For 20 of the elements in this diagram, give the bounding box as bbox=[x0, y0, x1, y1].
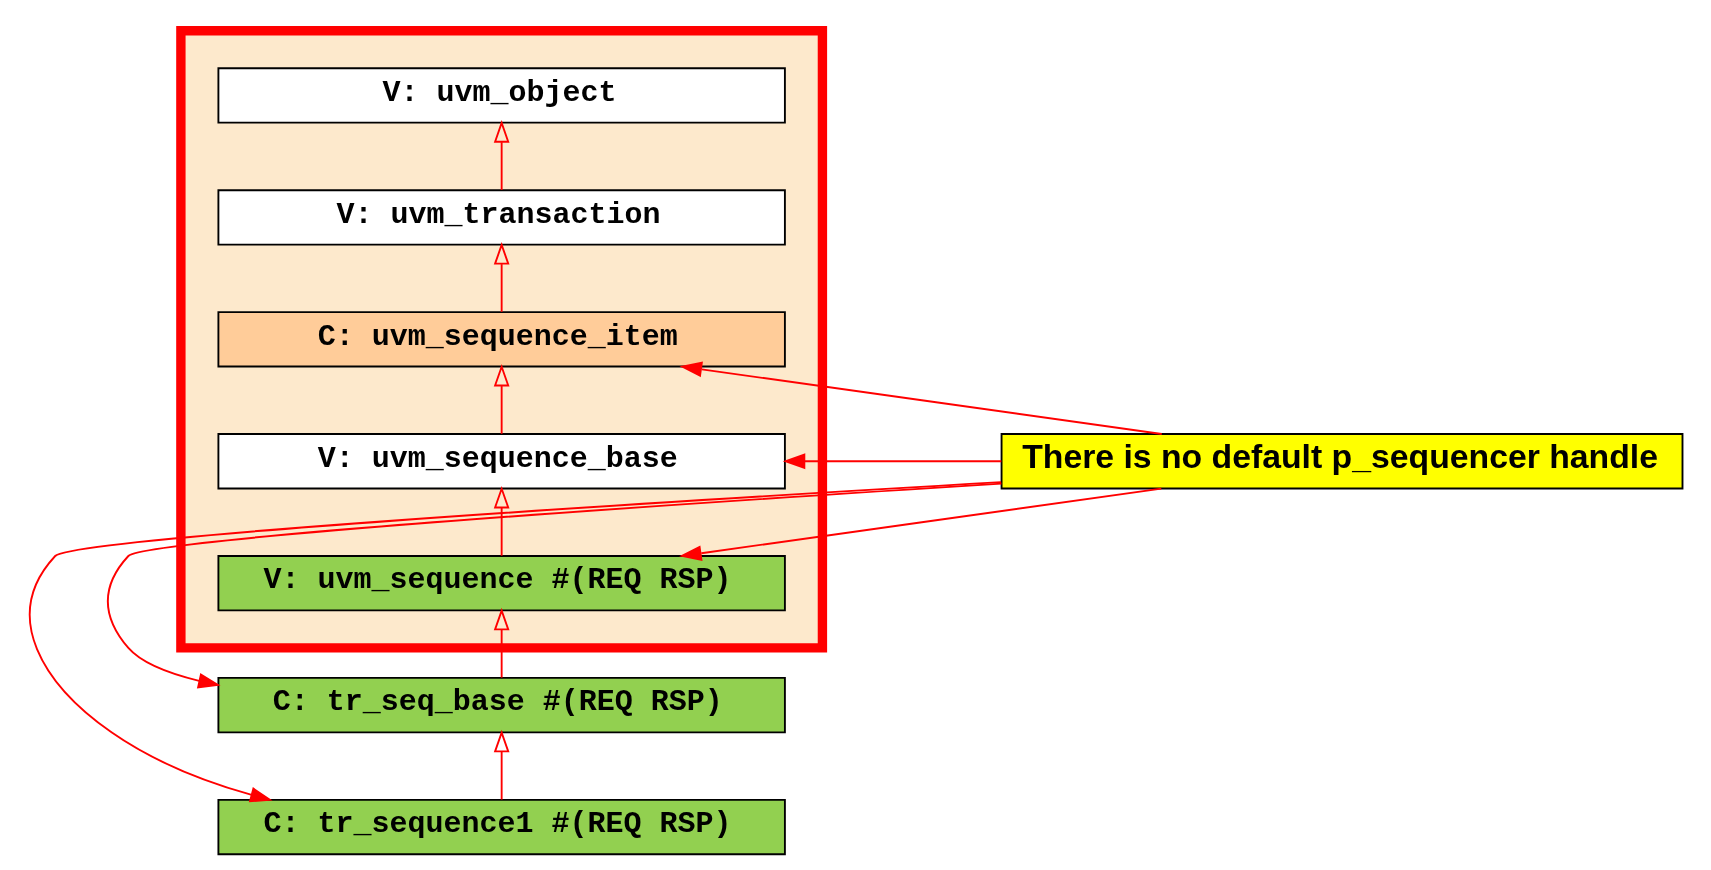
node-box: C: tr_sequence1 #(REQ RSP) bbox=[216, 798, 786, 856]
arrow bbox=[28, 481, 1002, 803]
cluster bbox=[175, 26, 827, 653]
node-box: V: uvm_sequence #(REQ RSP) bbox=[216, 555, 786, 612]
arrow bbox=[493, 242, 510, 313]
node-box: V: uvm_transaction bbox=[216, 189, 786, 246]
arrow bbox=[493, 120, 510, 191]
arrow bbox=[493, 363, 510, 435]
arrow bbox=[493, 607, 510, 679]
node-box: There is no default p_sequencer handle bbox=[1000, 433, 1683, 490]
arrow bbox=[106, 482, 1002, 689]
node-box: V: uvm_object bbox=[216, 67, 786, 124]
node-box: V: uvm_sequence_base bbox=[216, 433, 786, 490]
node-box: C: uvm_sequence_item bbox=[216, 311, 786, 368]
arrow bbox=[679, 361, 1163, 435]
arrow bbox=[678, 487, 1162, 562]
arrow bbox=[493, 485, 510, 557]
arrow bbox=[782, 453, 1002, 470]
node-box: C: tr_seq_base #(REQ RSP) bbox=[216, 676, 786, 734]
arrow bbox=[493, 729, 510, 801]
